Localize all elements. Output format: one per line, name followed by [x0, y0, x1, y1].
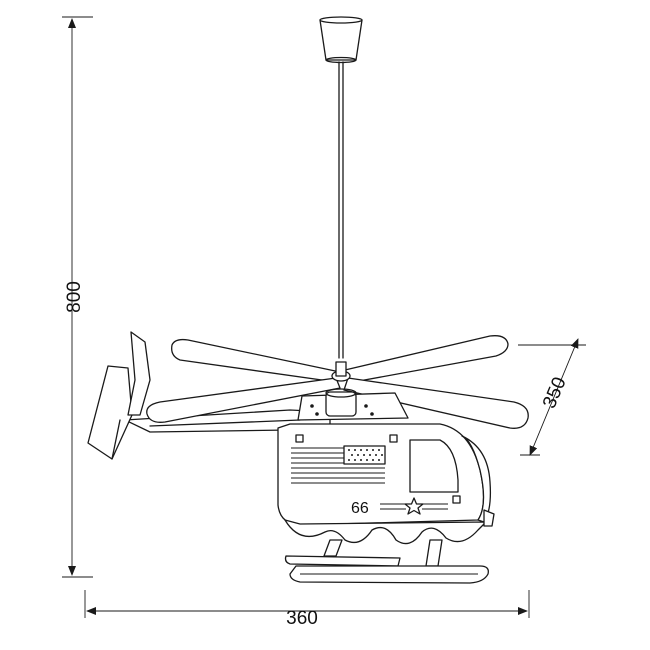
depth-dimension: 350: [518, 338, 586, 456]
lamp-socket: [325, 391, 357, 417]
skid-strut-left: [323, 539, 343, 557]
skid-main: [289, 565, 489, 584]
skid-strut-right: [425, 539, 443, 567]
rotor-blade-front-right: [343, 377, 529, 429]
rotor-blade-front-left: [146, 377, 341, 423]
height-label: 800: [64, 281, 85, 313]
star-icon: [404, 497, 424, 515]
landing-skids: [284, 539, 489, 584]
rotor-blade-back-right: [344, 335, 509, 384]
height-dimension: 800: [62, 16, 93, 578]
width-label: 360: [286, 608, 318, 629]
main-rotor: [146, 335, 529, 429]
skid-rear: [284, 555, 401, 567]
flag-graphic: [291, 445, 386, 484]
nose-tip: [483, 509, 495, 527]
tail-fin: [87, 331, 151, 460]
cockpit-window: [409, 439, 459, 493]
width-dimension: 360: [84, 590, 530, 629]
cabin-top: [297, 388, 409, 421]
rotor-blade-back-left: [171, 338, 341, 383]
fuselage-square-right: [389, 434, 398, 443]
fuselage: 66: [277, 423, 492, 545]
depth-label: 350: [539, 374, 571, 411]
ceiling-canopy: [319, 16, 363, 64]
fuselage-number: 66: [351, 500, 369, 517]
fuselage-square-left: [295, 434, 304, 443]
rotor-shaft: [335, 361, 347, 377]
star-stripe-emblem: [380, 497, 448, 515]
fuselage-wave-trim: [284, 519, 487, 545]
depth-dimension-line: [529, 338, 579, 456]
fuselage-square-front: [452, 495, 461, 504]
